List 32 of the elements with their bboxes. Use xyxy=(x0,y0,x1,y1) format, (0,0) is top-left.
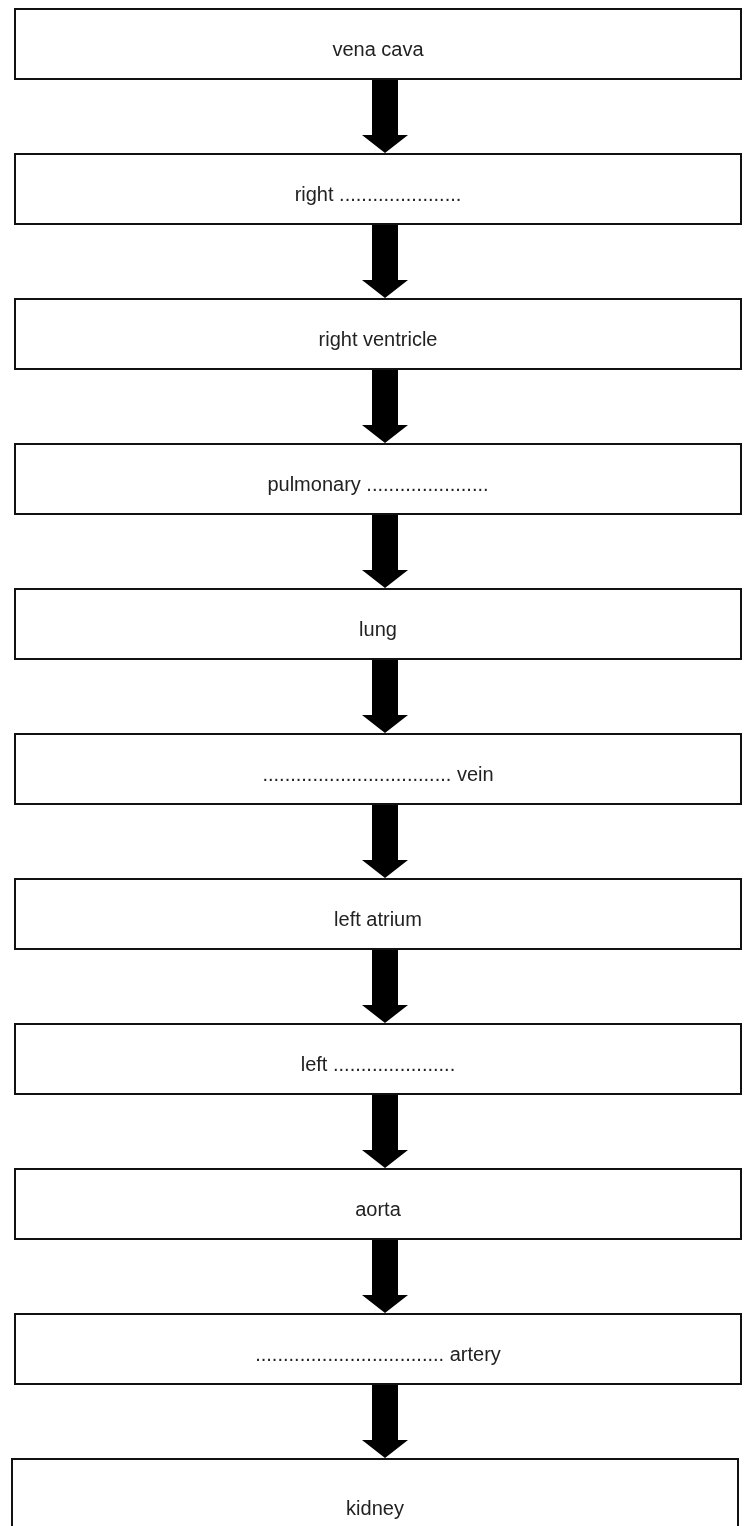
process-box xyxy=(14,443,742,515)
arrow xyxy=(362,660,408,733)
process-box xyxy=(14,1168,742,1240)
box-label: .................................. vein xyxy=(262,762,494,786)
arrow xyxy=(362,515,408,588)
box-label: .................................. artery xyxy=(255,1342,501,1366)
box-label: right ...................... xyxy=(294,182,462,206)
process-box xyxy=(14,8,742,80)
process-box xyxy=(11,1458,739,1526)
box-label: aorta xyxy=(355,1197,401,1221)
arrow xyxy=(362,1385,408,1458)
arrow xyxy=(362,805,408,878)
arrow xyxy=(362,370,408,443)
box-label: vena cava xyxy=(332,37,424,61)
box-label: left ...................... xyxy=(300,1052,456,1076)
box-label: kidney xyxy=(346,1496,404,1520)
arrow xyxy=(362,1240,408,1313)
process-box xyxy=(14,153,742,225)
process-box xyxy=(14,1023,742,1095)
process-box xyxy=(14,588,742,660)
process-box xyxy=(14,878,742,950)
arrow xyxy=(362,225,408,298)
arrow xyxy=(362,1095,408,1168)
process-box xyxy=(14,298,742,370)
process-box xyxy=(14,733,742,805)
arrow xyxy=(362,950,408,1023)
process-box xyxy=(14,1313,742,1385)
box-label: lung xyxy=(359,617,397,641)
box-label: left atrium xyxy=(334,907,422,931)
box-label: pulmonary ...................... xyxy=(267,472,489,496)
arrow xyxy=(362,80,408,153)
box-label: right ventricle xyxy=(318,327,438,351)
